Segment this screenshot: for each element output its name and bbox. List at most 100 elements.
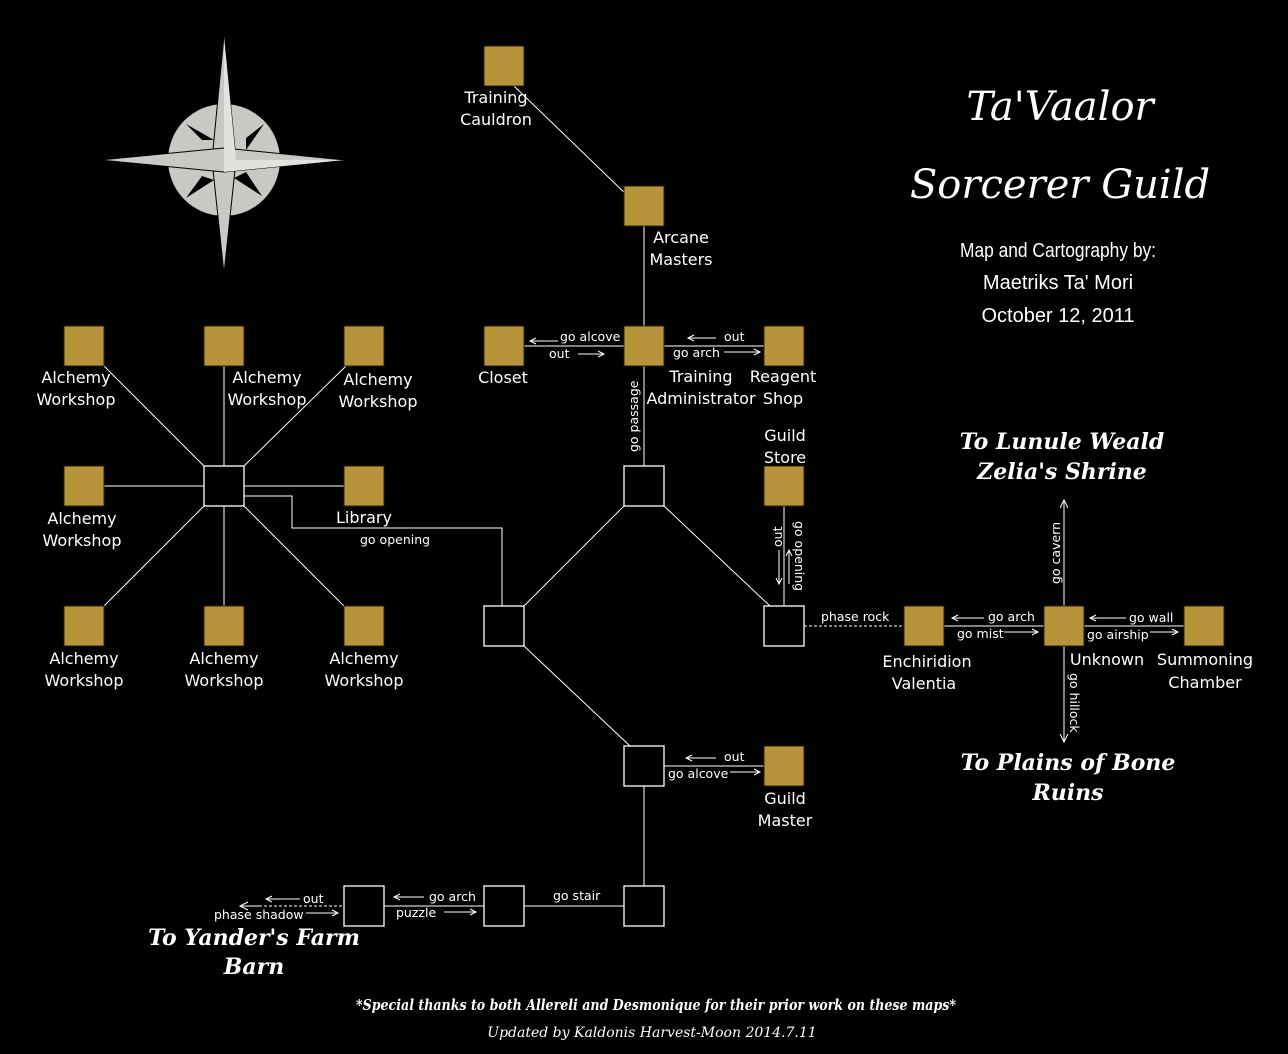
room-label: Guild [764,789,806,808]
room-label: Master [758,811,813,830]
room-label: Valentia [892,674,956,693]
room-east-junction[interactable] [763,605,805,647]
room-enchiridion-valentia[interactable] [903,605,945,647]
exit-label: go alcove [560,329,621,344]
destination-lunule: Zelia's Shrine [976,459,1147,485]
room-closet[interactable] [483,325,525,367]
exit-label: out [724,749,745,764]
room-label: Workshop [43,531,122,550]
room-training-administrator[interactable] [623,325,665,367]
footer-thanks: *Special thanks to both Allereli and Des… [356,996,956,1014]
room-label: Cauldron [460,110,532,129]
room-label: Workshop [325,671,404,690]
footer-updated: Updated by Kaldonis Harvest-Moon 2014.7.… [487,1025,816,1041]
rooms [63,45,1225,927]
room-label: Administrator [646,389,755,408]
credits-line: Map and Cartography by: [960,240,1156,262]
room-label: Workshop [45,671,124,690]
room-label: Alchemy [343,370,412,389]
exit-label: out [303,891,324,906]
room-stair-mid[interactable] [483,885,525,927]
exit-label: go alcove [668,766,729,781]
room-label: Store [764,448,806,467]
exit-arrows [238,334,1180,917]
room-label: Reagent [750,367,816,386]
room-label: Alchemy [47,509,116,528]
compass-rose-icon [99,35,346,275]
room-alchemy-nw[interactable] [63,325,105,367]
exit-label: phase rock [821,609,890,624]
room-alchemy-se[interactable] [343,605,385,647]
room-guild-master[interactable] [763,745,805,787]
map-subtitle: Sorcerer Guild [910,162,1210,208]
room-label: Alchemy [189,649,258,668]
credits-author: Maetriks Ta' Mori [983,272,1133,294]
room-arcane-masters[interactable] [623,185,665,227]
exit-label: go stair [553,888,601,903]
exit-label: puzzle [396,905,436,920]
destination-labels: To Lunule Weald Zelia's Shrine To Plains… [148,429,1175,980]
room-training-cauldron[interactable] [483,45,525,87]
room-alchemy-ne[interactable] [343,325,385,367]
room-summoning-chamber[interactable] [1183,605,1225,647]
room-label: Closet [478,368,528,387]
room-unknown[interactable] [1043,605,1085,647]
exit-label: out [549,346,570,361]
exit-label: out [724,329,745,344]
room-label: Alchemy [41,368,110,387]
exit-label: go passage [626,380,641,452]
room-alchemy-hub[interactable] [203,465,245,507]
room-south-junction[interactable] [623,745,665,787]
exit-label: go arch [673,345,720,360]
map-connections [103,85,1184,907]
exit-label: go cavern [1048,522,1063,584]
exit-label: out [770,526,785,547]
exit-label: go opening [360,532,430,547]
room-reagent-shop[interactable] [763,325,805,367]
room-label: Workshop [185,671,264,690]
room-label: Masters [650,250,713,269]
exit-label: go opening [792,521,807,591]
destination-plains: To Plains of Bone [961,750,1176,776]
room-label: Summoning [1157,650,1253,669]
room-stair-bottom[interactable] [623,885,665,927]
room-label: Alchemy [329,649,398,668]
room-west-junction[interactable] [483,605,525,647]
room-labels: Training Cauldron Arcane Masters Closet … [37,88,1254,830]
room-alchemy-n[interactable] [203,325,245,367]
room-label: Workshop [228,390,307,409]
exit-label: go mist [957,626,1004,641]
room-label: Training [668,367,732,386]
exit-label: go arch [988,609,1035,624]
exit-label: phase shadow [214,907,304,922]
credits-date: October 12, 2011 [981,305,1134,327]
room-label: Training [463,88,527,107]
destination-lunule: To Lunule Weald [960,429,1165,455]
room-label: Library [336,508,392,527]
room-puzzle[interactable] [343,885,385,927]
destination-yander: To Yander's Farm [148,925,360,951]
room-label: Guild [764,426,806,445]
footer: *Special thanks to both Allereli and Des… [356,996,956,1041]
room-alchemy-sw[interactable] [63,605,105,647]
room-label: Shop [763,389,803,408]
room-passage-junction[interactable] [623,465,665,507]
room-label: Alchemy [49,649,118,668]
room-label: Workshop [339,392,418,411]
room-alchemy-w[interactable] [63,465,105,507]
room-label: Arcane [653,228,709,247]
map-title: Ta'Vaalor [966,84,1156,130]
room-label: Enchiridion [882,652,971,671]
destination-yander: Barn [223,954,284,980]
exit-label: go arch [429,889,476,904]
room-library[interactable] [343,465,385,507]
room-label: Alchemy [232,368,301,387]
room-label: Workshop [37,390,116,409]
exit-label: go wall [1129,610,1173,625]
room-alchemy-s[interactable] [203,605,245,647]
destination-plains: Ruins [1031,780,1103,806]
room-label: Unknown [1070,650,1144,669]
room-label: Chamber [1168,673,1242,692]
room-guild-store[interactable] [763,465,805,507]
